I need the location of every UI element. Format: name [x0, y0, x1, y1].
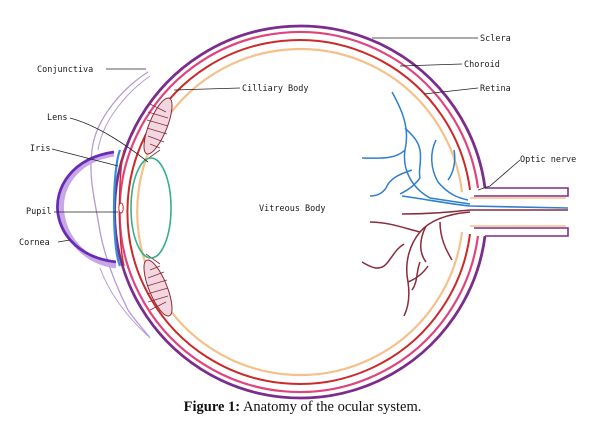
iris	[112, 149, 122, 267]
retinal-veins	[361, 91, 471, 205]
retina	[136, 47, 464, 377]
ciliary-body-upper	[143, 97, 173, 155]
label-vitreous-body: Vitreous Body	[259, 204, 326, 214]
cornea	[56, 150, 117, 264]
label-cornea: Cornea	[19, 238, 50, 248]
label-pupil: Pupil	[26, 207, 52, 217]
leader-iris	[51, 148, 119, 167]
label-retina: Retina	[480, 84, 511, 94]
leader-optic-nerve	[477, 159, 521, 191]
retinal-arteries	[361, 211, 471, 317]
leader-lens	[69, 117, 149, 163]
optic-nerve-inner	[470, 197, 566, 227]
conjunctiva-inner	[97, 75, 151, 337]
label-conjunctiva: Conjunctiva	[37, 65, 93, 75]
label-choroid: Choroid	[464, 60, 500, 70]
pupil	[118, 202, 124, 214]
leader-ciliary	[173, 87, 241, 91]
caption-prefix: Figure 1:	[183, 399, 241, 415]
cornea-light	[58, 151, 117, 269]
ciliary-body-lower	[143, 259, 173, 317]
label-optic-nerve: Optic nerve	[520, 155, 576, 165]
zonule-fibers	[145, 149, 161, 265]
label-iris: Iris	[30, 144, 50, 154]
conjunctiva	[90, 71, 151, 339]
label-ciliary-body: Cilliary Body	[242, 84, 309, 94]
leader-lines	[51, 37, 521, 243]
leader-cornea	[57, 239, 71, 243]
central-blue-vessel	[401, 195, 569, 209]
leader-retina	[423, 87, 479, 95]
caption-text: Anatomy of the ocular system.	[240, 399, 422, 415]
inner-red-layer	[126, 39, 471, 385]
optic-nerve-sheath	[474, 187, 569, 237]
figure-caption: Figure 1: Anatomy of the ocular system.	[0, 399, 605, 416]
lens	[130, 157, 172, 259]
leader-choroid	[399, 63, 463, 67]
label-sclera: Sclera	[480, 34, 511, 44]
central-red-vessel	[401, 209, 568, 215]
label-lens: Lens	[47, 113, 67, 123]
